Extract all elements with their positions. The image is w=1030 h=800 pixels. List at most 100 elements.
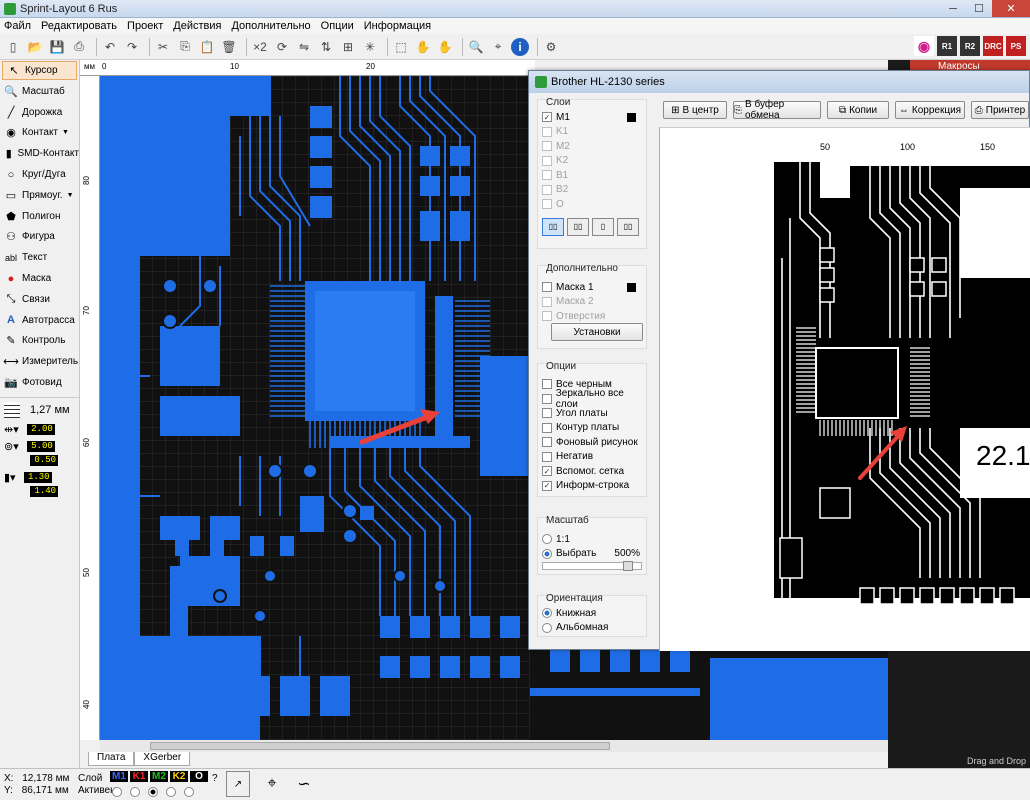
new-file-icon[interactable]: ▯ [9, 39, 17, 54]
r2-button[interactable]: R2 [960, 36, 980, 56]
pad-inner-value[interactable]: 0.50 [30, 454, 58, 466]
track-width-value[interactable]: 2.00 [26, 423, 55, 435]
active-k2-radio[interactable] [166, 787, 176, 797]
zoom-fit-icon[interactable]: ⌖ [494, 39, 502, 53]
printer-button[interactable]: ⎙Принтер [971, 101, 1029, 119]
layer-k1-checkbox[interactable]: K1 [538, 125, 646, 140]
setup-button[interactable]: Установки [551, 323, 643, 341]
info-icon[interactable]: i [511, 37, 529, 56]
menu-edit[interactable]: Редактировать [41, 20, 118, 32]
mirror-h-icon[interactable]: ⇋ [298, 39, 310, 54]
grid-setting[interactable]: 1,27 мм [0, 396, 79, 419]
tool-pad[interactable]: ◉Контакт▼ [0, 123, 79, 144]
option-aux-grid[interactable]: ✓Вспомог. сетка [542, 465, 625, 477]
help-icon[interactable]: ? [212, 773, 218, 784]
r1-button[interactable]: R1 [937, 36, 957, 56]
tool-smd[interactable]: ▮SMD-Контакт [5, 148, 79, 161]
correction-button[interactable]: ⇔Коррекция [895, 101, 965, 119]
layer-m1[interactable]: M1 [110, 771, 128, 782]
pcb-canvas-lower[interactable] [530, 648, 888, 740]
option-background[interactable]: Фоновый рисунок [538, 435, 646, 450]
mask1-checkbox[interactable]: Маска 1 [538, 280, 646, 295]
view-layer-3-icon[interactable]: ▯ [592, 217, 614, 236]
scale-1-1-radio[interactable]: 1:1 [538, 532, 646, 547]
print-icon[interactable]: ⎙ [74, 39, 84, 53]
option-board-outline[interactable]: Контур платы [538, 421, 646, 436]
scale-slider[interactable] [542, 561, 642, 571]
layer-b1-checkbox[interactable]: B1 [538, 168, 646, 183]
rotate-icon[interactable]: ⟳ [276, 39, 288, 54]
dropdown-icon[interactable]: ▼ [62, 129, 69, 137]
menu-options[interactable]: Опции [320, 20, 354, 32]
layer-k2[interactable]: K2 [170, 771, 188, 782]
portrait-radio[interactable]: Книжная [538, 606, 646, 621]
option-all-black[interactable]: Все черным [538, 377, 646, 392]
duplicate-icon[interactable]: ×2 [253, 39, 267, 54]
landscape-radio[interactable]: Альбомная [538, 621, 646, 636]
menu-file[interactable]: Файл [4, 20, 32, 32]
align-icon[interactable]: ⊞ [342, 39, 354, 54]
maximize-button[interactable]: ☐ [974, 3, 984, 15]
mask2-checkbox[interactable]: Маска 2 [538, 295, 646, 310]
snap-icon[interactable]: ✳ [364, 39, 376, 54]
active-m2-radio[interactable] [148, 787, 158, 797]
menu-actions[interactable]: Действия [173, 20, 222, 32]
crosshair-icon[interactable]: ⌖ [267, 775, 277, 792]
option-negative[interactable]: Негатив [538, 450, 646, 465]
save-icon[interactable]: 💾 [49, 39, 65, 54]
lasso-icon[interactable]: ∽ [297, 776, 311, 793]
open-file-icon[interactable]: 📂 [27, 39, 43, 54]
tab-board[interactable]: Плата [88, 752, 135, 766]
option-info-line[interactable]: ✓Информ-строка [542, 480, 630, 492]
center-button[interactable]: ⊞В центр [663, 101, 727, 119]
tool-cursor[interactable]: ↖Курсор [2, 61, 77, 80]
menu-extra[interactable]: Дополнительно [231, 20, 311, 32]
layer-k1[interactable]: K1 [130, 771, 148, 782]
option-mirror[interactable]: Зеркально все слои [538, 388, 646, 410]
tool-photo[interactable]: 📷Фотовид [4, 377, 62, 390]
holes-checkbox[interactable]: Отверстия [538, 309, 646, 324]
tool-track[interactable]: ╱Дорожка [0, 102, 79, 123]
tool-mask[interactable]: ●Маска [0, 268, 79, 289]
close-button[interactable]: ✕ [992, 0, 1030, 17]
delete-icon[interactable]: 🗑 [221, 39, 237, 54]
copies-button[interactable]: ⧉Копии [827, 101, 889, 119]
option-board-corner[interactable]: Угол платы [538, 406, 646, 421]
hand-icon[interactable]: ✋ [415, 39, 431, 54]
tool-zoom[interactable]: 🔍Масштаб [4, 85, 65, 98]
tool-check[interactable]: ✎Контроль [0, 331, 79, 352]
layer-m1-checkbox[interactable]: ✓M1 [538, 110, 646, 125]
tab-xgerber[interactable]: XGerber [134, 752, 191, 766]
tool-rect[interactable]: ▭Прямоуг.▼ [5, 189, 74, 202]
dropdown-icon[interactable]: ▼ [66, 191, 74, 199]
horizontal-scrollbar[interactable] [100, 740, 890, 752]
clipboard-button[interactable]: ⎘В буфер обмена [733, 99, 821, 121]
pcb-canvas[interactable] [100, 76, 540, 740]
pink-circle-icon[interactable]: ◉ [914, 36, 934, 56]
active-o-radio[interactable] [184, 787, 194, 797]
scrollbar-thumb[interactable] [150, 742, 610, 750]
mirror-v-icon[interactable]: ⇅ [320, 39, 332, 54]
copy-icon[interactable]: ⎘ [180, 39, 190, 53]
macros-header[interactable]: Макросы [910, 60, 1030, 72]
view-layer-2-icon[interactable]: ▯▯ [567, 217, 589, 236]
color-swatch[interactable] [627, 112, 636, 122]
cut-icon[interactable]: ✂ [157, 39, 169, 54]
layer-k2-checkbox[interactable]: K2 [538, 154, 646, 169]
select-icon[interactable]: ⬚ [395, 39, 407, 54]
active-k1-radio[interactable] [130, 787, 140, 797]
smd-width-value[interactable]: 1.30 [23, 471, 52, 483]
tool-circle[interactable]: ○Круг/Дуга [0, 164, 79, 185]
redo-icon[interactable]: ↷ [126, 39, 138, 54]
pad-outer-value[interactable]: 5.00 [26, 440, 55, 452]
pan-icon[interactable]: ✋ [437, 39, 453, 54]
paste-icon[interactable]: 📋 [199, 39, 215, 54]
tool-polygon[interactable]: ⬟Полигон [0, 206, 79, 227]
view-layer-1-icon[interactable]: ▯▯ [542, 217, 564, 236]
smd-height-value[interactable]: 1.40 [30, 485, 58, 497]
view-layer-4-icon[interactable]: ▯▯ [617, 217, 639, 236]
tool-shape[interactable]: ⚇Фигура [0, 227, 79, 248]
